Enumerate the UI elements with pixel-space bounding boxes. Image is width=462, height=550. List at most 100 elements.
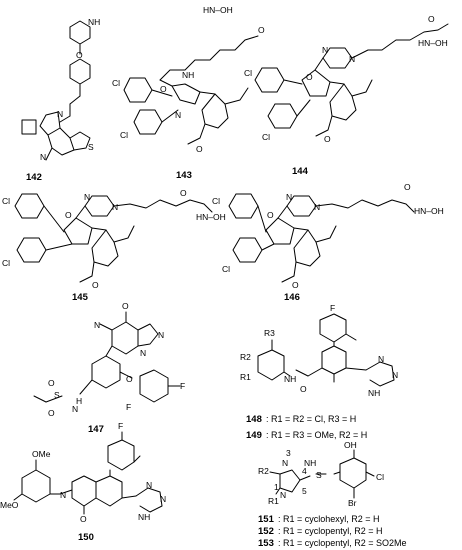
- atom-label-n: N: [349, 54, 355, 64]
- compound-label-150: 150: [78, 532, 94, 543]
- atom-label-n: N: [94, 320, 100, 330]
- atom-label-f: F: [330, 303, 335, 313]
- compound-label-145: 145: [72, 292, 89, 303]
- atom-label-n: N: [140, 348, 146, 358]
- atom-label-o: O: [76, 50, 83, 60]
- compound-label-144: 144: [292, 166, 309, 177]
- compound-151-153-structure: [269, 449, 375, 499]
- atom-label-nh: NH: [138, 512, 150, 522]
- atom-label-n: N: [314, 202, 320, 212]
- ring-locant-1: 1: [274, 482, 279, 492]
- atom-label-s: S: [88, 142, 94, 152]
- atom-label-o: O: [180, 188, 187, 198]
- atom-label-n: N: [322, 45, 328, 55]
- compound-label-153: 153: [258, 538, 274, 549]
- atom-label-nh: NH: [88, 17, 100, 27]
- atom-label-r3: R3: [264, 328, 275, 338]
- atom-label-n: N: [175, 110, 181, 120]
- compound-143-structure: [123, 35, 259, 145]
- compound-147-structure: [33, 311, 181, 403]
- compound-142-structure: [21, 20, 91, 161]
- atom-label-o: O: [300, 384, 307, 394]
- atom-label-o: O: [126, 374, 133, 384]
- atom-label-n: N: [40, 152, 46, 162]
- compound-label-147: 147: [88, 424, 104, 435]
- atom-label-o: O: [196, 144, 203, 154]
- compound-146-structure: [228, 193, 415, 283]
- atom-label-n: N: [378, 354, 384, 364]
- atom-label-oh: OH: [344, 440, 357, 450]
- atom-label-r1: R1: [240, 372, 251, 382]
- atom-label-o: O: [267, 210, 274, 220]
- atom-label-meo: MeO: [0, 500, 19, 510]
- ring-locant-3: 3: [286, 448, 291, 458]
- ring-locant-4: 4: [302, 466, 307, 476]
- atom-label-o: O: [324, 134, 331, 144]
- compound-144-structure: [254, 23, 449, 137]
- compound-148-substituents: : R1 = R2 = Cl, R3 = H: [266, 414, 356, 424]
- atom-label-cl: Cl: [244, 68, 252, 78]
- compound-145-structure: [14, 193, 213, 283]
- atom-label-n: N: [84, 192, 90, 202]
- atom-label-f: F: [180, 381, 185, 391]
- compound-152-substituents: : R1 = cyclopentyl, R2 = H: [278, 526, 383, 536]
- atom-label-cl: Cl: [2, 196, 10, 206]
- atom-label-hydroxamate: HN–OH: [414, 206, 444, 216]
- atom-label-ome: OMe: [32, 449, 51, 459]
- compound-label-151: 151: [258, 514, 275, 525]
- atom-label-r2: R2: [258, 466, 269, 476]
- atom-label-o: O: [122, 301, 129, 311]
- atom-label-o: O: [160, 84, 167, 94]
- atom-label-r2: R2: [240, 352, 251, 362]
- atom-label-s: S: [54, 390, 60, 400]
- atom-label-nh: NH: [284, 374, 296, 384]
- atom-label-cl: Cl: [112, 78, 120, 88]
- atom-label-n: N: [112, 202, 118, 212]
- atom-label-n: N: [60, 490, 66, 500]
- atom-label-s: S: [316, 470, 322, 480]
- atom-label-r1: R1: [268, 496, 279, 506]
- atom-label-hydroxamate: HN–OH: [196, 212, 226, 222]
- atom-label-h: H: [76, 396, 82, 406]
- compound-label-148: 148: [246, 414, 262, 425]
- atom-label-o: O: [404, 182, 411, 192]
- compound-label-152: 152: [258, 526, 274, 537]
- atom-label-n: N: [146, 480, 152, 490]
- atom-label-cl: Cl: [2, 258, 10, 268]
- atom-label-cl: Cl: [212, 196, 220, 206]
- atom-label-cl: Cl: [120, 130, 128, 140]
- atom-label-o: O: [80, 514, 87, 524]
- atom-label-n: N: [282, 458, 288, 468]
- compound-148-149-structure: [257, 313, 395, 387]
- atom-label-n: N: [160, 494, 166, 504]
- compound-label-143: 143: [176, 170, 192, 181]
- ring-locant-5: 5: [302, 486, 307, 496]
- atom-label-nh: NH: [304, 458, 316, 468]
- atom-label-o: O: [65, 210, 72, 220]
- atom-label-n: N: [392, 370, 398, 380]
- atom-label-f: F: [118, 421, 123, 431]
- atom-label-hydroxamate: HN–OH: [418, 38, 448, 48]
- atom-label-o: O: [48, 378, 55, 388]
- atom-label-br: Br: [348, 498, 357, 508]
- atom-label-cl: Cl: [262, 132, 270, 142]
- atom-label-n: N: [158, 330, 164, 340]
- compound-label-146: 146: [284, 292, 300, 303]
- compound-150-structure: [13, 431, 163, 515]
- atom-label-n: N: [72, 404, 78, 414]
- compound-149-substituents: : R1 = R3 = OMe, R2 = H: [266, 430, 367, 440]
- atom-label-o: O: [48, 408, 55, 418]
- atom-label-f: F: [126, 402, 131, 412]
- atom-label-o: O: [428, 14, 435, 24]
- atom-label-o: O: [306, 72, 313, 82]
- atom-label-o: O: [258, 25, 265, 35]
- compound-label-149: 149: [246, 430, 262, 441]
- atom-label-cl: Cl: [222, 264, 230, 274]
- atom-label-n: N: [286, 192, 292, 202]
- compound-153-substituents: : R1 = cyclopentyl, R2 = SO2Me: [278, 538, 407, 548]
- atom-label-nh: NH: [182, 70, 194, 80]
- compound-label-142: 142: [26, 172, 42, 183]
- compound-151-substituents: : R1 = cyclohexyl, R2 = H: [278, 514, 380, 524]
- atom-label-o: O: [292, 280, 299, 290]
